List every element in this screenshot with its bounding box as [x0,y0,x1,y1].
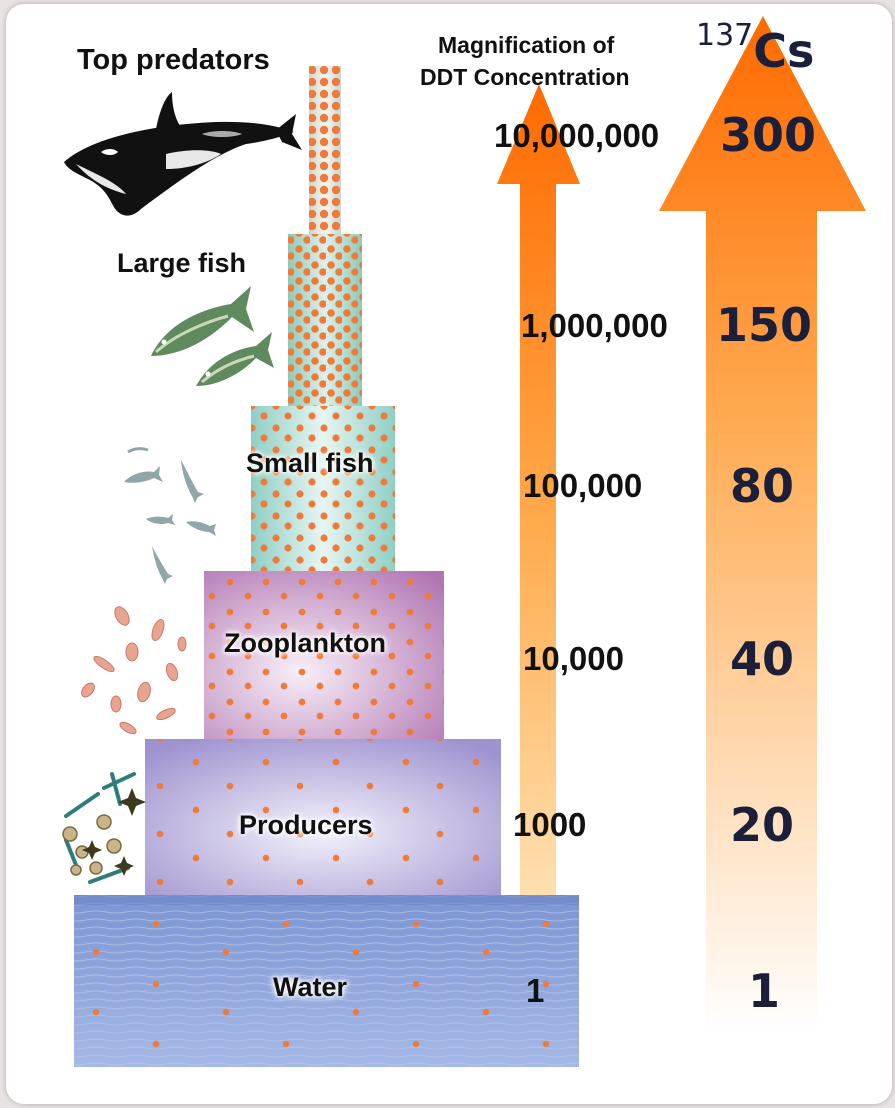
biomagnification-pyramid [62,16,866,1067]
diagram-card: Top predators Large fish Small fish Zoop… [6,4,892,1104]
tier-top-predators [309,66,341,234]
cs-value: 300 [720,108,817,162]
ddt-title-line1: Magnification of [438,32,615,58]
ddt-value: 1000 [513,806,587,843]
ddt-value: 1 [526,972,545,1009]
ddt-value: 10,000,000 [494,117,660,154]
orca-icon [64,92,302,216]
tier-water [74,895,579,1067]
tier-zooplankton [204,571,444,739]
cs-value: 20 [730,798,795,852]
cs-value: 150 [716,298,813,352]
zooplankton-label: Zooplankton [224,628,386,658]
tier-small-fish [251,406,395,571]
ddt-title-line2: DDT Concentration [420,64,630,90]
producers-label: Producers [239,810,373,840]
water-label: Water [273,972,348,1002]
cs-value: 1 [748,964,781,1018]
large-fish-label: Large fish [117,248,247,278]
ddt-value: 1,000,000 [521,307,668,344]
cs-value: 40 [730,632,795,686]
small-fish-label: Small fish [246,448,374,478]
cs-arrow [659,16,866,1034]
tier-large-fish [288,234,362,406]
ddt-value: 10,000 [523,640,624,677]
cs-symbol: Cs [753,24,815,78]
large-fish-icon [151,286,274,386]
cs-value: 80 [730,459,795,513]
zooplankton-icon [81,606,187,735]
top-predators-label: Top predators [77,44,270,76]
ddt-arrow [497,84,580,1039]
ddt-value: 100,000 [523,467,643,504]
tier-producers [145,739,501,895]
small-fish-icon [124,447,216,584]
cs-title: 137Cs [696,18,814,78]
cs-mass-number: 137 [696,18,754,53]
producers-icon [62,772,146,884]
